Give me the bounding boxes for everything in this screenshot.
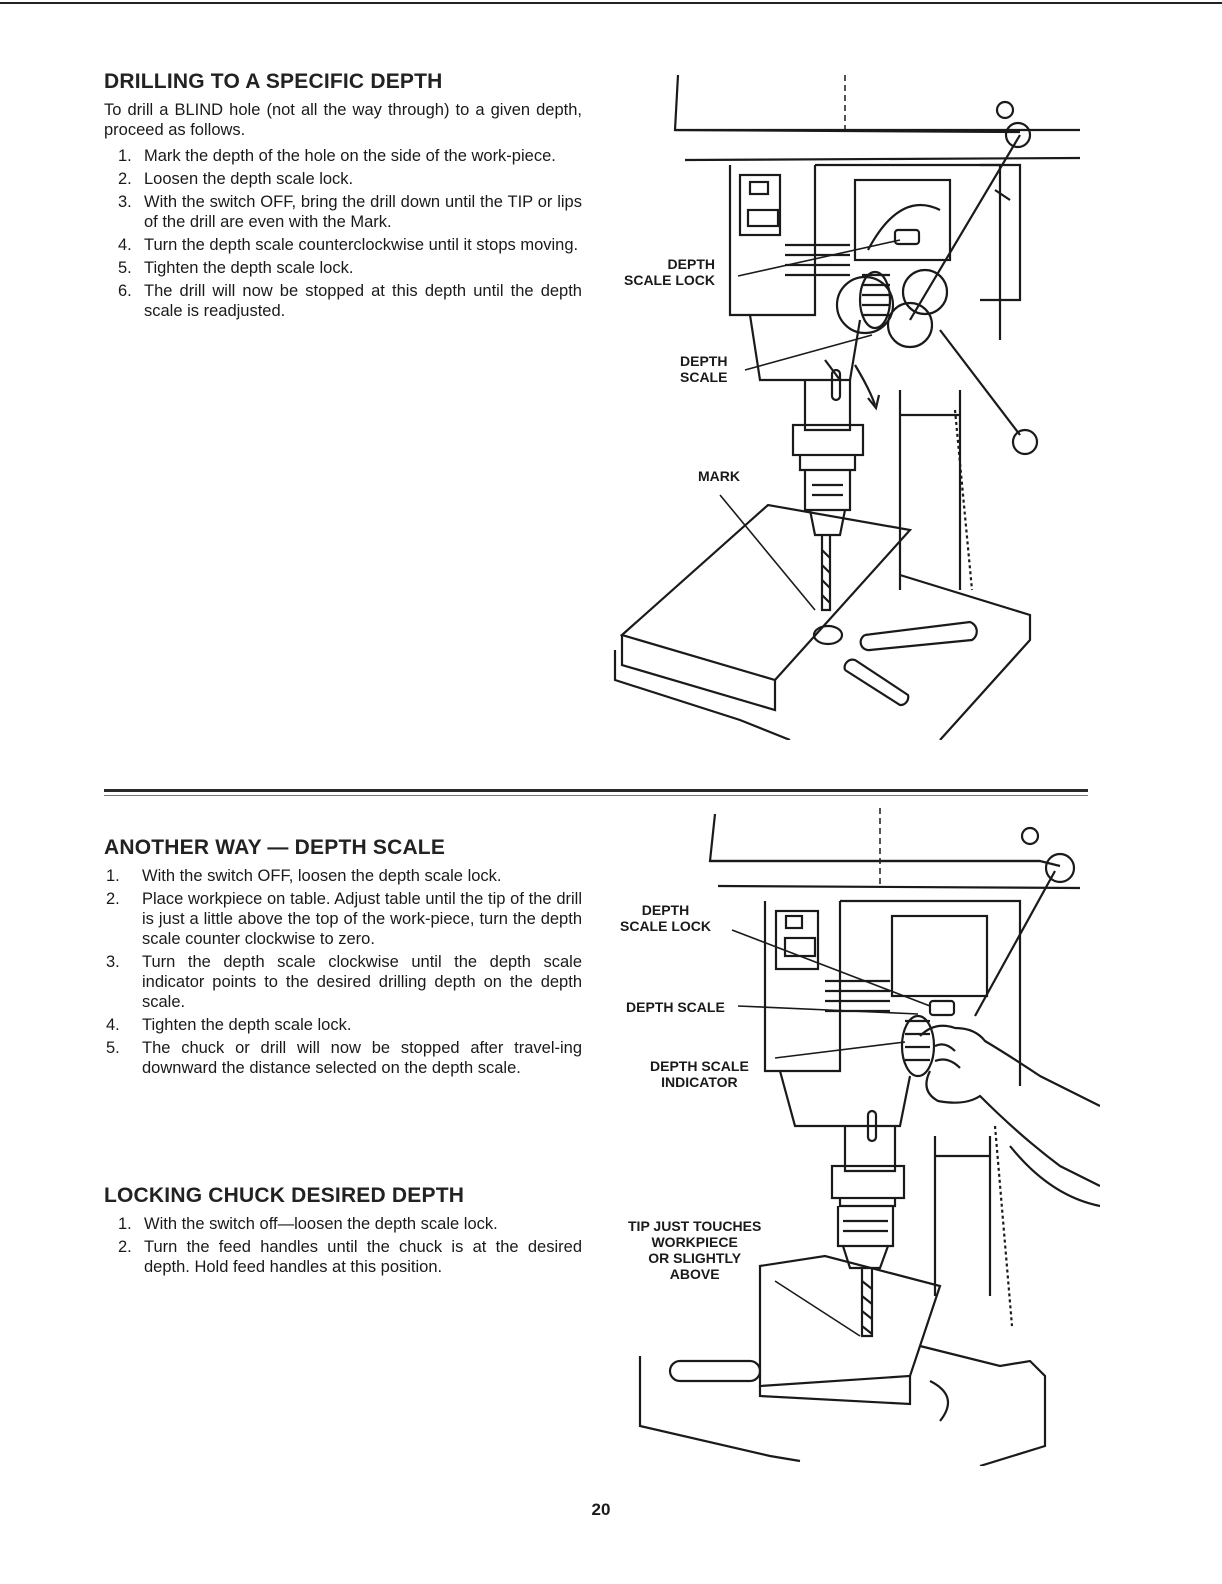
step-number: 5. — [118, 259, 132, 277]
callout-depth-scale-lock: DEPTH SCALE LOCK — [624, 256, 715, 288]
step-number: 6. — [118, 282, 132, 300]
step-item: 1. With the switch off—loosen the depth s… — [104, 1214, 582, 1234]
section-locking-chuck-desired-depth: LOCKING CHUCK DESIRED DEPTH 1. With the s… — [104, 1184, 582, 1280]
step-item: 5. Tighten the depth scale lock. — [104, 258, 582, 278]
step-text: Turn the feed handles until the chuck is… — [144, 1238, 582, 1276]
step-item: 3. With the switch OFF, bring the drill d… — [104, 192, 582, 232]
steps-list: 1. Mark the depth of the hole on the side… — [104, 146, 582, 321]
step-number: 2. — [118, 1238, 132, 1256]
drill-press-illustration-bottom — [638, 808, 1100, 1466]
intro-paragraph: To drill a BLIND hole (not all the way t… — [104, 101, 582, 139]
page-number: 20 — [591, 1500, 611, 1519]
step-text: With the switch off—loosen the depth sca… — [144, 1215, 498, 1233]
step-text: Place workpiece on table. Adjust table u… — [142, 890, 582, 948]
section-another-way-depth-scale: ANOTHER WAY — DEPTH SCALE 1. With the swi… — [104, 836, 582, 1081]
step-item: 5. The chuck or drill will now be stopped… — [104, 1038, 582, 1078]
callout-depth-scale-indicator: DEPTH SCALE INDICATOR — [650, 1058, 749, 1090]
callout-tip-just-touches: TIP JUST TOUCHES WORKPIECE OR SLIGHTLY A… — [628, 1218, 762, 1282]
step-text: Tighten the depth scale lock. — [142, 1016, 352, 1034]
step-text: Turn the depth scale clockwise until the… — [142, 953, 582, 1011]
section-heading: ANOTHER WAY — DEPTH SCALE — [104, 836, 446, 859]
step-number: 1. — [106, 867, 120, 885]
step-number: 3. — [118, 193, 132, 211]
step-number: 3. — [106, 953, 120, 971]
section-divider — [104, 789, 1088, 792]
step-text: Loosen the depth scale lock. — [144, 170, 354, 188]
step-text: The chuck or drill will now be stopped a… — [142, 1039, 582, 1077]
tip-touches-leader — [774, 1280, 861, 1337]
callout-depth-scale: DEPTH SCALE — [626, 999, 725, 1015]
depth-scale-leader — [737, 1005, 919, 1015]
mark-leader — [719, 494, 816, 611]
callout-depth-scale: DEPTH SCALE — [680, 353, 728, 385]
step-item: 2. Turn the feed handles until the chuck … — [104, 1237, 582, 1277]
steps-list: 1. With the switch off—loosen the depth s… — [104, 1214, 582, 1277]
step-text: Turn the depth scale counterclockwise un… — [144, 236, 579, 254]
step-item: 3. Turn the depth scale clockwise until t… — [104, 952, 582, 1012]
step-number: 5. — [106, 1039, 120, 1057]
step-item: 4. Turn the depth scale counterclockwise … — [104, 235, 582, 255]
depth-scale-lock-leader — [737, 239, 901, 277]
depth-scale-indicator-leader — [774, 1041, 906, 1059]
step-text: Mark the depth of the hole on the side o… — [144, 147, 556, 165]
section-divider-thin — [104, 795, 1088, 796]
step-text: With the switch OFF, bring the drill dow… — [144, 193, 582, 231]
step-item: 6. The drill will now be stopped at this … — [104, 281, 582, 321]
step-number: 2. — [118, 170, 132, 188]
step-text: The drill will now be stopped at this de… — [144, 282, 582, 320]
step-number: 2. — [106, 890, 120, 908]
depth-scale-leader — [744, 334, 873, 371]
callout-mark: MARK — [698, 468, 740, 484]
step-item: 1. Mark the depth of the hole on the side… — [104, 146, 582, 166]
steps-list: 1. With the switch OFF, loosen the depth … — [104, 866, 582, 1078]
section-heading: LOCKING CHUCK DESIRED DEPTH — [104, 1184, 465, 1207]
step-item: 2. Place workpiece on table. Adjust table… — [104, 889, 582, 949]
drill-press-illustration-top — [613, 74, 1081, 740]
section-drilling-specific-depth: DRILLING TO A SPECIFIC DEPTH To drill a … — [104, 70, 582, 324]
step-item: 2. Loosen the depth scale lock. — [104, 169, 582, 189]
step-number: 1. — [118, 147, 132, 165]
step-number: 1. — [118, 1215, 132, 1233]
step-number: 4. — [118, 236, 132, 254]
step-item: 1. With the switch OFF, loosen the depth … — [104, 866, 582, 886]
step-text: With the switch OFF, loosen the depth sc… — [142, 867, 502, 885]
callout-depth-scale-lock: DEPTH SCALE LOCK — [620, 902, 711, 934]
step-number: 4. — [106, 1016, 120, 1034]
step-item: 4. Tighten the depth scale lock. — [104, 1015, 582, 1035]
top-rule — [0, 2, 1222, 4]
depth-scale-lock-leader — [731, 929, 931, 1007]
step-text: Tighten the depth scale lock. — [144, 259, 354, 277]
section-heading: DRILLING TO A SPECIFIC DEPTH — [104, 70, 443, 93]
